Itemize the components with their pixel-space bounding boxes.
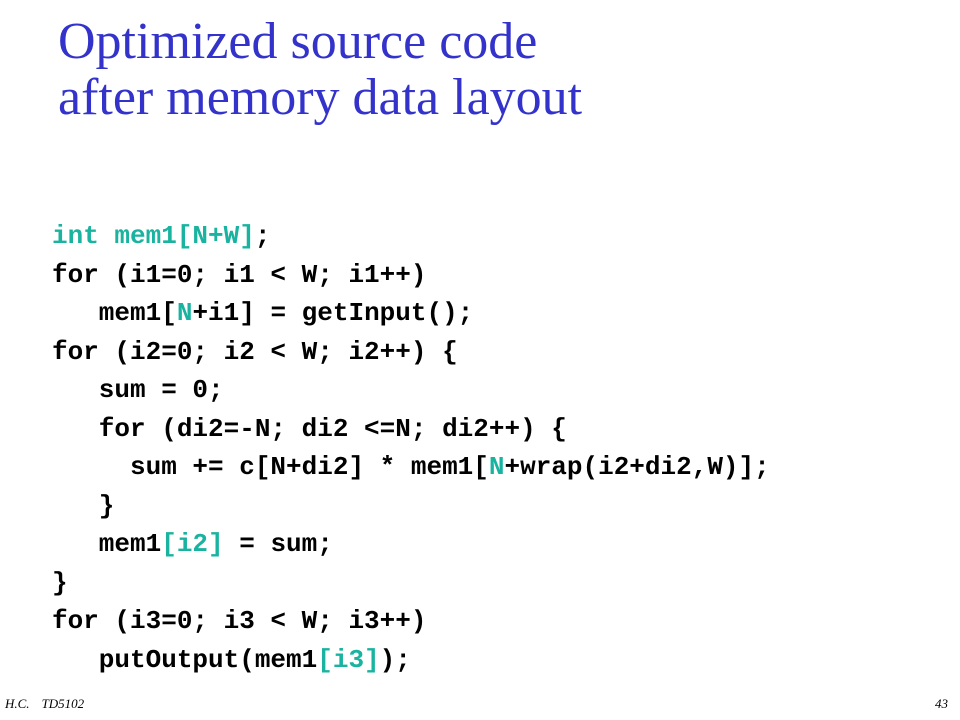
code-line-9: mem1[i2] = sum;	[52, 525, 770, 564]
page-number: 43	[935, 696, 948, 711]
footer-author: H.C.	[5, 696, 30, 711]
code-block: int mem1[N+W];for (i1=0; i1 < W; i1++) m…	[52, 217, 770, 679]
code-line-10: }	[52, 567, 68, 598]
code-line-2: for (i1=0; i1 < W; i1++)	[52, 259, 427, 290]
code-line-12: putOutput(mem1[i3]);	[52, 641, 770, 680]
title-line-1: Optimized source code	[58, 13, 538, 70]
title-line-2: after memory data layout	[58, 69, 583, 126]
code-highlight: N	[176, 298, 193, 328]
code-highlight: N	[488, 452, 505, 482]
code-line-5: sum = 0;	[52, 375, 224, 405]
code-line-4: for (i2=0; i2 < W; i2++) {	[52, 336, 458, 367]
code-semicolon: ;	[254, 221, 271, 251]
code-line-6: for (di2=-N; di2 <=N; di2++) {	[52, 413, 567, 444]
code-declaration: int mem1[N+W]	[52, 221, 255, 251]
slide-title: Optimized source code after memory data …	[58, 14, 582, 126]
footer-credit: H.C. TD5102	[5, 696, 84, 712]
code-line-8: }	[52, 490, 115, 521]
code-segment: mem1[	[52, 298, 177, 328]
code-line-3: mem1[N+i1] = getInput();	[52, 294, 770, 333]
code-segment: +wrap(i2+di2,W)];	[504, 452, 770, 482]
code-highlight: [i3]	[317, 644, 380, 675]
footer-course: TD5102	[41, 696, 85, 711]
code-segment: +i1] = getInput();	[192, 298, 474, 328]
code-segment: = sum;	[223, 529, 333, 559]
code-line-7: sum += c[N+di2] * mem1[N+wrap(i2+di2,W)]…	[52, 448, 770, 487]
code-segment: sum += c[N+di2] * mem1[	[52, 452, 489, 482]
code-highlight: [i2]	[161, 529, 224, 559]
code-line-1: int mem1[N+W];	[52, 217, 770, 256]
code-segment: putOutput(mem1	[52, 644, 318, 675]
code-segment: );	[379, 644, 411, 675]
code-line-11: for (i3=0; i3 < W; i3++)	[52, 606, 427, 636]
code-segment: mem1	[52, 529, 162, 559]
